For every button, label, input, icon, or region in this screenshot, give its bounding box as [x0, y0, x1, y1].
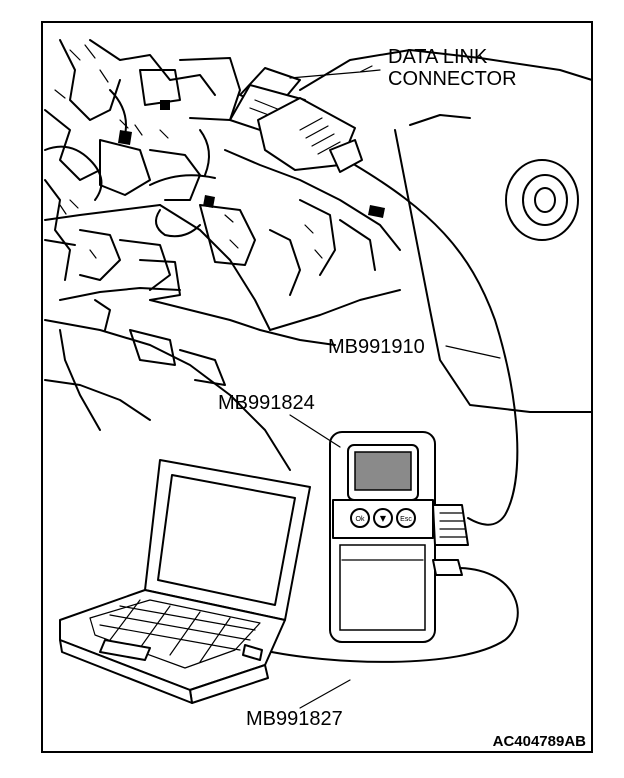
leader-mb991824 [289, 414, 341, 448]
cable-mb991827 [261, 567, 519, 663]
label-mb991827: MB991827 [246, 679, 351, 730]
label-data-link-connector: DATA LINK CONNECTOR [289, 46, 517, 90]
device-button-esc-label: Esc [400, 516, 412, 523]
figure-id: AC404789AB [493, 733, 587, 750]
dashboard-illustration [44, 39, 593, 471]
label-mb991824: MB991824 [218, 392, 341, 448]
device-button-down-label: ▼ [380, 514, 387, 523]
connector-plug [257, 97, 363, 173]
interface-device-mb991824: Ok ▼ Esc [329, 431, 469, 643]
leader-mb991910 [445, 345, 501, 359]
data-link-connector-line2: CONNECTOR [388, 68, 517, 90]
data-link-connector-line1: DATA LINK [388, 46, 488, 68]
diagram-frame [41, 21, 593, 753]
interface-mb991824-text: MB991824 [218, 392, 315, 414]
cable-mb991827-text: MB991827 [246, 708, 343, 730]
leader-data-link-connector [289, 65, 381, 79]
laptop [59, 459, 311, 704]
leader-mb991827 [299, 679, 351, 709]
device-button-ok-label: Ok [356, 516, 365, 523]
label-mb991910: MB991910 [328, 336, 501, 359]
cable-mb991910 [354, 164, 519, 526]
cable-mb991910-text: MB991910 [328, 336, 425, 358]
